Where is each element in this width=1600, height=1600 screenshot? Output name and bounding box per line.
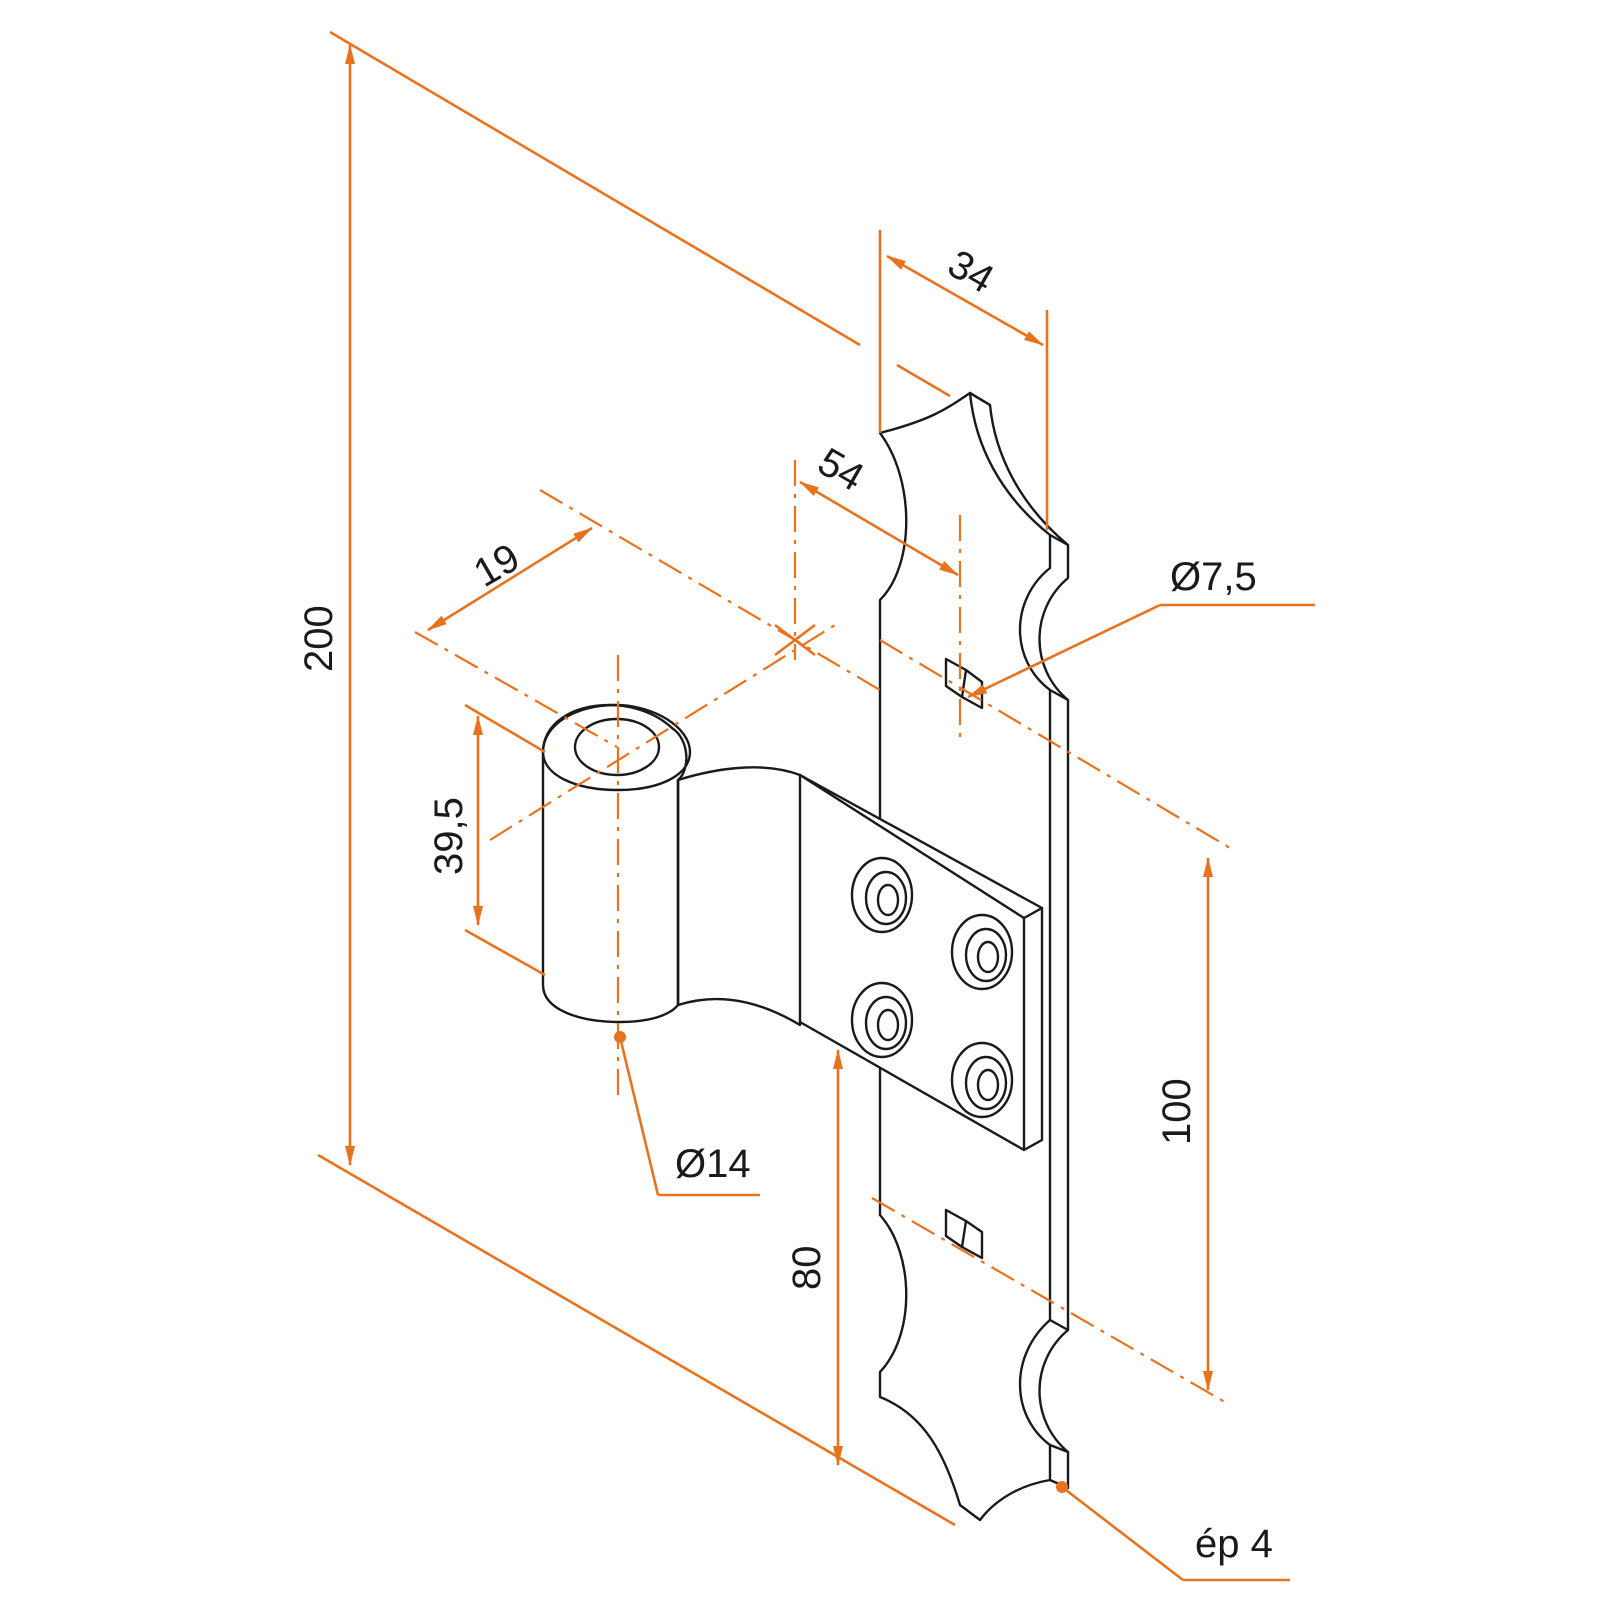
cross-mark-2 <box>774 623 816 657</box>
screw-hole-1 <box>850 856 914 934</box>
extension-200-top <box>329 30 861 347</box>
label-pin-spacing: 19 <box>467 535 528 595</box>
extension-39-bottom <box>464 928 546 977</box>
dimline-34 <box>886 254 1044 347</box>
knuckle-cylinder <box>541 703 688 1024</box>
label-knuckle-height: 39,5 <box>427 797 471 875</box>
center-lines <box>414 460 1231 1406</box>
dimline-19 <box>427 526 593 632</box>
leader-thickness <box>1061 1485 1184 1582</box>
label-pin-offset: 54 <box>811 440 872 500</box>
plate-edge-notch1 <box>1048 533 1070 547</box>
extension-34-slant <box>896 363 951 398</box>
plate-edge-notch3 <box>1048 1318 1070 1332</box>
screw-hole-4 <box>950 1041 1014 1119</box>
centerline-pin-diagonal <box>489 624 836 841</box>
leaf-front-edge <box>798 773 1044 1152</box>
centerline-bottom-hole-axis <box>871 1197 1231 1406</box>
label-hole-diameter: Ø7,5 <box>1170 555 1257 599</box>
extension-200-bottom <box>317 1153 956 1527</box>
centerline-top-hole-axis <box>539 489 881 691</box>
leader-14 <box>618 1036 660 1196</box>
extension-39-top <box>464 703 546 754</box>
knuckle-top-ellipse <box>541 703 692 792</box>
square-hole-bottom <box>944 1208 984 1260</box>
screw-hole-2 <box>950 913 1014 991</box>
label-hole-spacing: 100 <box>1155 1078 1199 1145</box>
plate-thickness-edge <box>968 391 1070 1490</box>
label-pin-to-bottom: 80 <box>785 1246 829 1291</box>
leader-7-5 <box>967 603 1161 699</box>
square-hole-top <box>944 657 984 710</box>
dimline-54 <box>799 480 959 577</box>
label-thickness: ép 4 <box>1195 1522 1273 1566</box>
label-overall-height: 200 <box>297 605 341 672</box>
label-pin-diameter: Ø14 <box>675 1142 751 1186</box>
screw-hole-3 <box>850 981 914 1059</box>
centerline-top-hole-axis-right <box>879 639 1231 849</box>
plate-edge-notch4 <box>1048 1443 1070 1454</box>
hinge-part <box>541 391 1070 1522</box>
centerline-pin-horizontal <box>414 631 618 748</box>
dimension-lines <box>317 30 1315 1582</box>
plate-edge-notch2 <box>1048 688 1070 702</box>
plate-edge-top <box>968 391 992 407</box>
